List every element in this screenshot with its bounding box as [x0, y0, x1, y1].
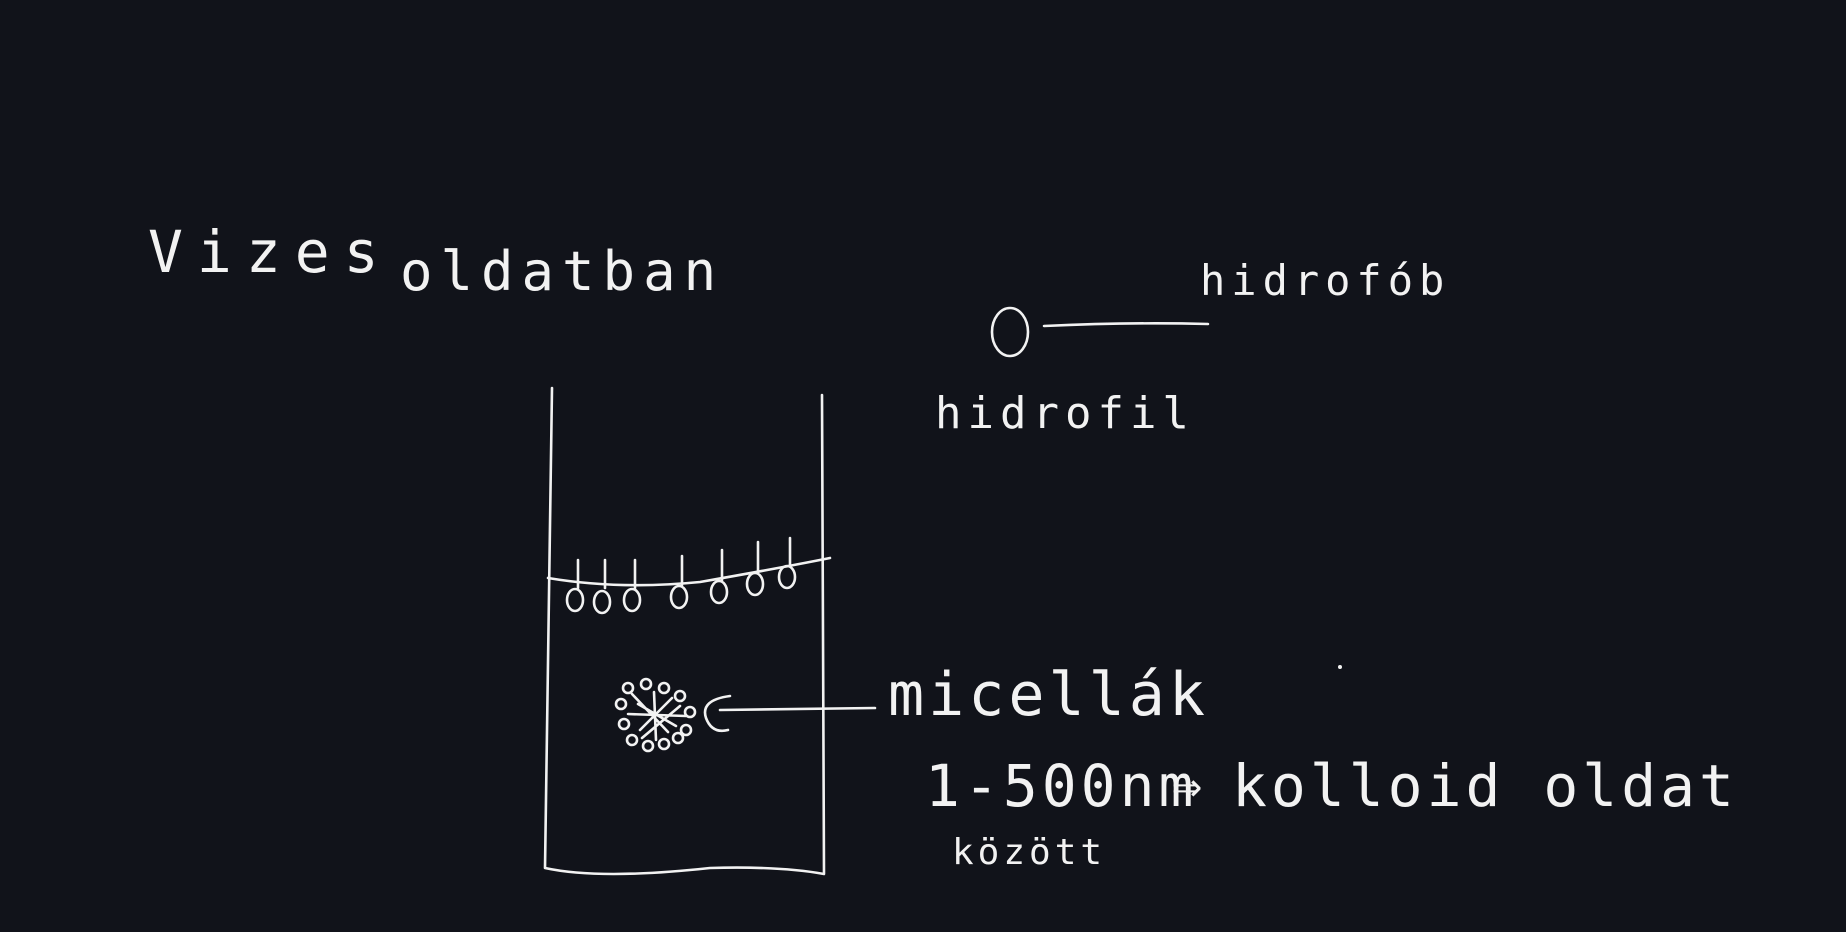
label-size-range: 1-500nm [925, 752, 1198, 820]
label-hydrophilic: hidrofil [935, 388, 1195, 439]
title-word-oldatban: oldatban [400, 240, 725, 303]
stray-dot [1338, 665, 1342, 669]
beaker-outline [543, 386, 826, 876]
implies-arrow-icon: ⇒ [1172, 756, 1203, 814]
surfactant-legend-molecule [990, 306, 1210, 358]
liquid-surface [546, 556, 832, 587]
label-hydrophobic: hidrofób [1200, 256, 1451, 305]
label-micelles: micellák [888, 660, 1209, 730]
label-colloid-solution: kolloid oldat [1232, 752, 1738, 820]
surface-surfactants [565, 536, 797, 615]
micelle-cluster [614, 677, 697, 753]
title-word-vizes: Vizes [148, 218, 393, 286]
label-between: között [952, 832, 1107, 873]
micelle-pointer-arrow [703, 694, 877, 733]
